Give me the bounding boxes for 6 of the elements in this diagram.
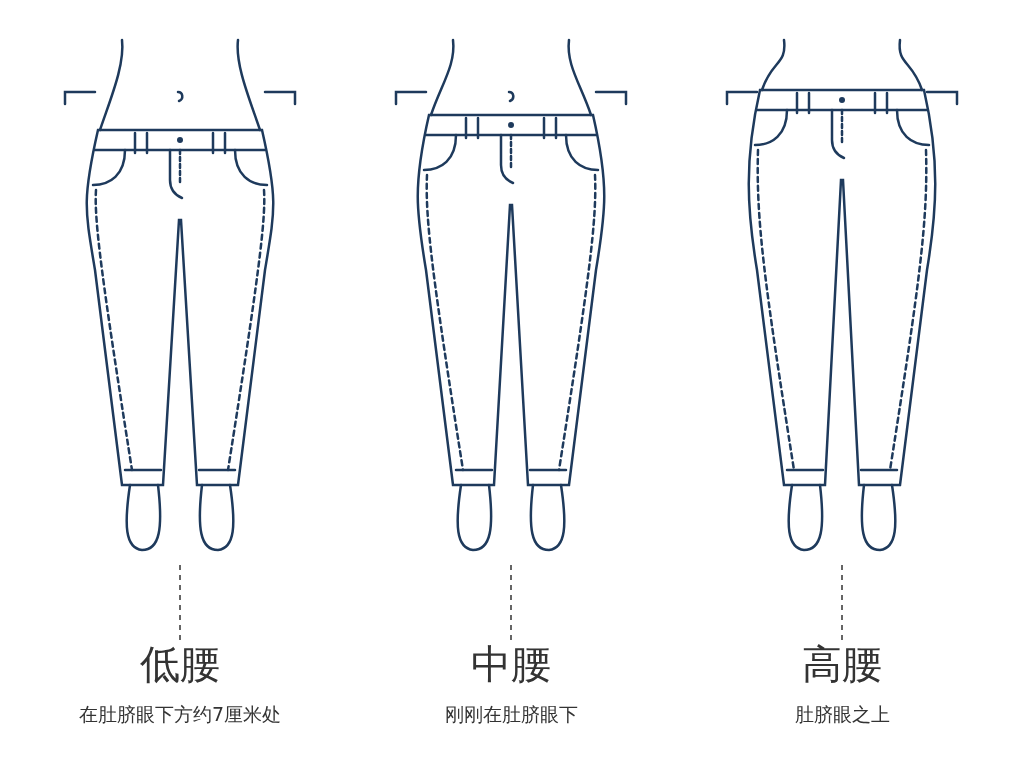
waist-type-title: 中腰 [470, 640, 552, 688]
waist-type-title: 低腰 [139, 640, 221, 688]
waist-description: 在肚脐眼下方约7厘米处 [77, 702, 283, 727]
waist-type-title: 高腰 [801, 640, 883, 688]
waist-description: 肚脐眼之上 [793, 702, 891, 727]
waist-description: 刚刚在肚脐眼下 [443, 702, 579, 727]
